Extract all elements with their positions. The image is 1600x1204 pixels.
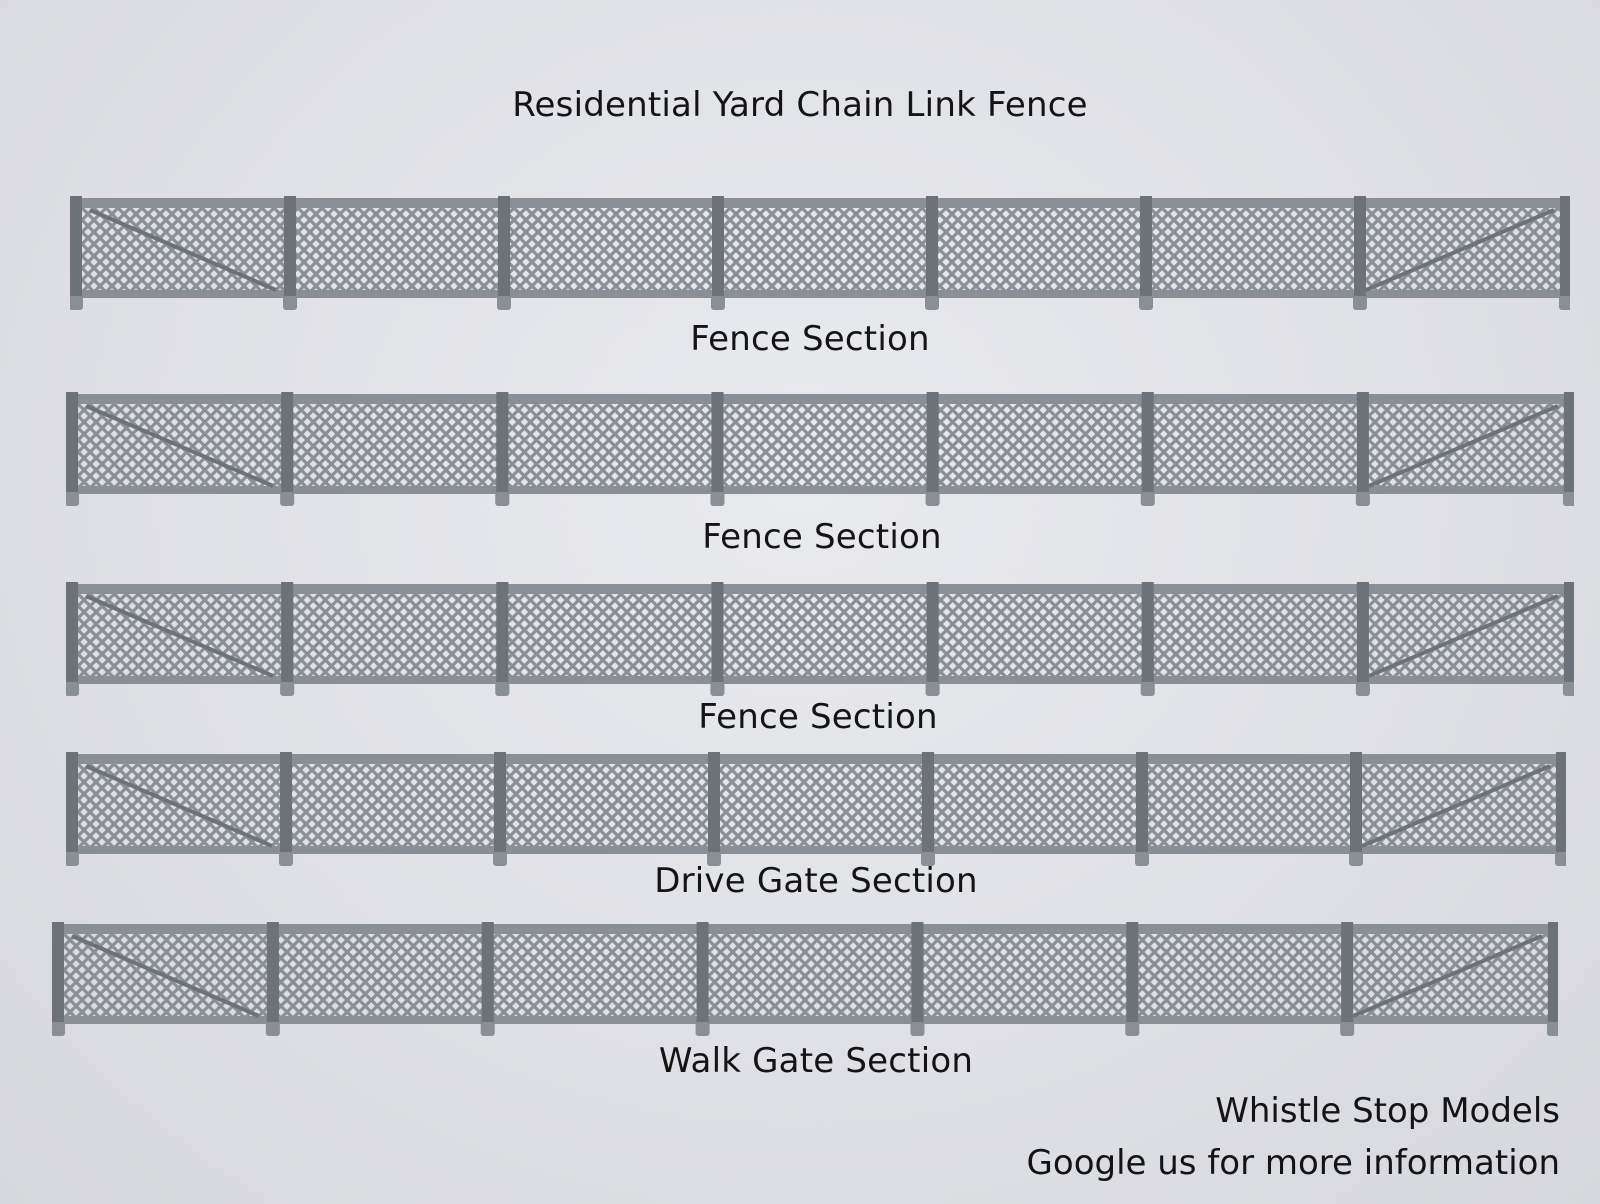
fence-svg [70, 196, 1570, 310]
brand-name: Whistle Stop Models [1215, 1091, 1560, 1131]
fence-svg [66, 582, 1574, 696]
fence-svg [52, 922, 1558, 1036]
fence-section-3-label: Fence Section [698, 697, 938, 737]
fence-section-2-photo [66, 392, 1574, 510]
fence-svg [66, 752, 1566, 866]
fence-section-3-photo [66, 582, 1574, 700]
walk-gate-section-photo [52, 922, 1558, 1040]
fence-section-2-label: Fence Section [702, 517, 942, 557]
page-title: Residential Yard Chain Link Fence [512, 85, 1088, 125]
walk-gate-section-label: Walk Gate Section [658, 1041, 974, 1081]
fence-section-1-label: Fence Section [690, 319, 930, 359]
fence-svg [66, 392, 1574, 506]
brand-tagline: Google us for more information [1026, 1143, 1560, 1183]
drive-gate-section-label: Drive Gate Section [654, 861, 978, 901]
drive-gate-section-photo [66, 752, 1566, 870]
fence-section-1-photo [70, 196, 1570, 314]
